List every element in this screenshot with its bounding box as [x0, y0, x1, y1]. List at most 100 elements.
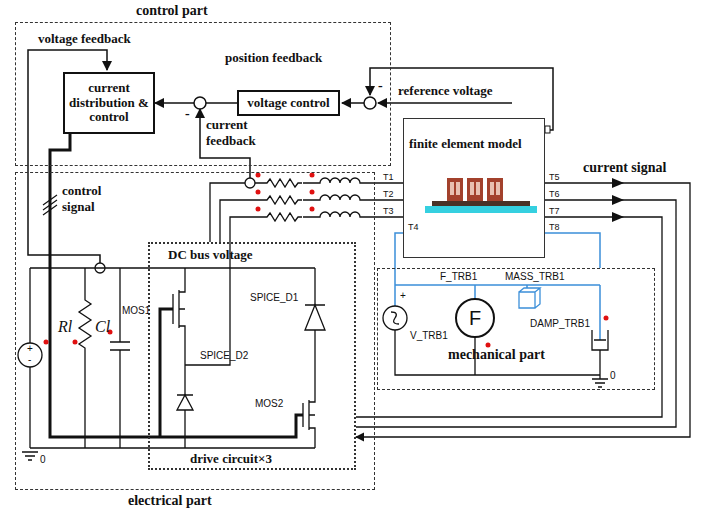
resistor-symbol [263, 213, 302, 221]
pin-label: - [28, 354, 31, 365]
region-heading: electrical part [128, 493, 212, 509]
box-label: F [469, 307, 481, 330]
signal-arrowhead [612, 195, 624, 205]
force-source-circle: F [455, 298, 495, 338]
pin-label: DAMP_TRB1 [530, 318, 590, 329]
half-bridge [173, 268, 325, 448]
inductor-symbol [318, 195, 362, 200]
fem-motor-picture [487, 178, 503, 201]
pin-label: MOS2 [255, 398, 283, 409]
dc-circuit [79, 268, 91, 448]
control-bus-slash [43, 195, 57, 215]
resistor-symbol [263, 179, 302, 187]
pin-label: T3 [383, 206, 394, 216]
signal-label: - [378, 78, 383, 94]
pin-label: 0 [40, 454, 46, 465]
pin-label: T2 [383, 189, 394, 199]
inductor-symbol [318, 211, 362, 220]
signal-label: current signal [583, 160, 666, 176]
region-heading: DC bus voltage [168, 248, 253, 263]
signal-label: position feedback [225, 50, 322, 66]
pin-label: 0 [610, 370, 616, 381]
signal-label: control signal [62, 183, 118, 215]
inductor-symbol [318, 177, 362, 220]
dc-circuit [22, 452, 38, 460]
pin-label: + [400, 290, 406, 301]
inductor-symbol [318, 212, 362, 217]
half-bridge [305, 268, 325, 365]
process-box: voltage control [237, 90, 340, 116]
inductor-symbol [318, 178, 362, 183]
mechanical-link [395, 233, 600, 340]
region-heading: control part [136, 3, 208, 19]
process-box: current distribution & control [63, 72, 155, 134]
mechanical-symbols [383, 306, 407, 330]
signal-label: voltage feedback [38, 31, 131, 47]
gate-bus [148, 309, 303, 437]
phase-wire [185, 183, 676, 427]
connector [356, 183, 690, 437]
signal-arrowhead [612, 178, 624, 222]
signal-label: current feedback [206, 117, 278, 149]
summing-junction [364, 97, 376, 109]
pin-label: T4 [408, 222, 419, 232]
half-bridge [303, 365, 315, 448]
pin-label: T8 [549, 222, 560, 232]
red-dot [310, 190, 315, 195]
dc-circuit [110, 268, 130, 448]
half-bridge [177, 365, 193, 448]
red-dot [486, 343, 491, 348]
red-dot [256, 190, 261, 195]
pin-label: V_TRB1 [410, 330, 448, 341]
box-label: voltage control [247, 96, 329, 111]
current-sensor [245, 178, 255, 188]
resistor-symbol [263, 177, 303, 189]
fem-motor-picture [545, 126, 550, 133]
red-dot [73, 340, 78, 345]
fem-motor-picture [467, 178, 483, 201]
fem-motor-picture [432, 201, 530, 206]
red-dot [310, 173, 315, 178]
control-bus-slash [43, 195, 57, 215]
control-wire [342, 102, 364, 104]
fem-motor-picture [447, 178, 463, 201]
signal-label: Cl [95, 318, 110, 336]
connector [50, 134, 148, 437]
model-box: finite element model [403, 118, 545, 258]
control-wire [370, 68, 553, 130]
signal-label: reference voltage [398, 83, 492, 99]
region-heading: finite element model [409, 137, 522, 152]
dc-circuit [30, 268, 315, 448]
signal-arrowhead [612, 178, 624, 188]
pin-label: T1 [383, 172, 394, 182]
dc-circuit [18, 343, 42, 367]
resistor-symbol [263, 211, 303, 223]
resistor-symbol [263, 177, 303, 223]
region-heading: mechanical part [448, 347, 545, 363]
connector [155, 102, 237, 104]
pin-label: MASS_TRB1 [505, 271, 564, 282]
fem-motor-picture [476, 182, 480, 195]
red-dot [44, 340, 49, 345]
connector [545, 233, 600, 268]
mechanical-symbols [383, 288, 608, 387]
control-wire [378, 102, 512, 104]
mechanical-symbols [395, 330, 608, 387]
pin-label: F_TRB1 [440, 271, 477, 282]
pin-label: T6 [549, 189, 560, 199]
pin-label: T7 [549, 206, 560, 216]
current-sensor [95, 263, 105, 273]
signal-label: - [185, 106, 190, 122]
region-heading: drive circuit×3 [190, 452, 272, 467]
signal-label: Rl [58, 318, 72, 336]
current-sensor [95, 178, 255, 273]
red-dot [604, 316, 609, 321]
fem-motor-picture [490, 182, 494, 195]
resistor-symbol [263, 196, 302, 204]
red-dot [44, 173, 609, 348]
red-dot [310, 207, 315, 212]
fem-motor-picture [456, 182, 460, 195]
fem-motor-picture [496, 182, 500, 195]
fem-motor-picture [425, 206, 537, 213]
dc-circuit [18, 268, 315, 460]
